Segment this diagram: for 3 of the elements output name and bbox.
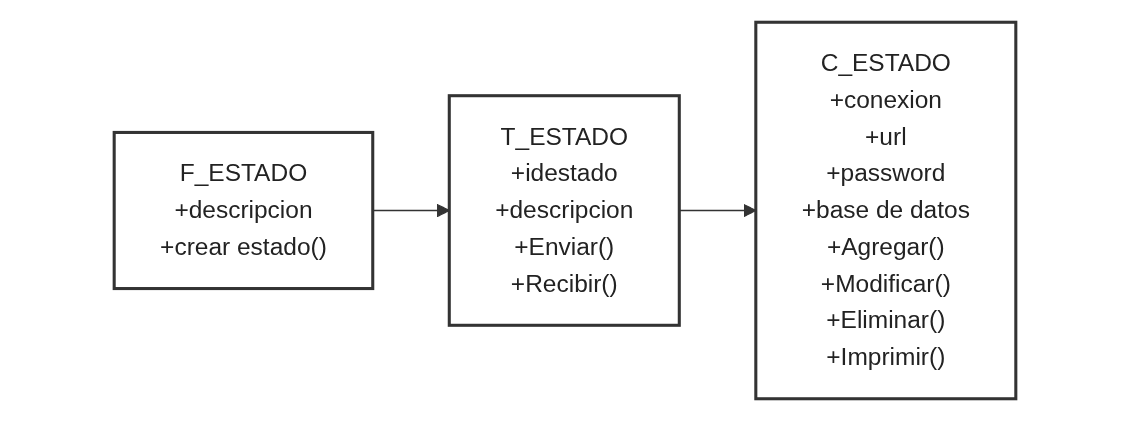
node-box: C_ESTADO +conexion +url +password +base de datos +Agregar() +Modificar() +Eliminar() +Imprimir() xyxy=(754,20,1018,401)
node-box: T_ESTADO +idestado +descripcion +Enviar() +Recibir() xyxy=(447,94,681,327)
node-box: F_ESTADO +descripcion +crear estado() xyxy=(112,130,375,291)
